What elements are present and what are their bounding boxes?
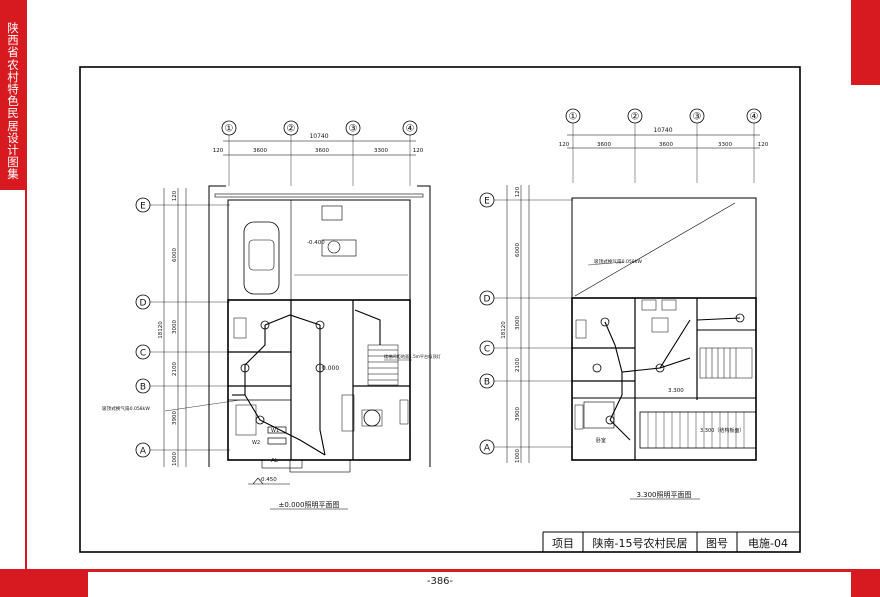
left-border-line bbox=[25, 0, 27, 597]
left-axis-bubbles bbox=[221, 120, 418, 186]
left-note-light: 楼梯间距地面1.5m平台吸顶灯 bbox=[384, 353, 442, 360]
right-caption: 3.300照明平面图 bbox=[636, 491, 691, 499]
left-box-al: AL bbox=[271, 458, 279, 464]
right-row-a: A bbox=[484, 444, 491, 454]
left-row-dim-2: 3000 bbox=[172, 320, 178, 334]
left-bay-0: 120 bbox=[213, 148, 224, 154]
right-row-b: B bbox=[484, 378, 490, 388]
right-row-bubbles bbox=[479, 192, 573, 455]
right-axis-2: ② bbox=[631, 112, 640, 123]
sheet-frame bbox=[79, 66, 801, 553]
right-axis-4: ④ bbox=[750, 112, 759, 123]
right-room-label: 卧室 bbox=[596, 437, 606, 444]
top-right-band bbox=[851, 0, 880, 85]
bottom-right-band bbox=[851, 569, 880, 597]
label-drawing-no: 图号 bbox=[706, 537, 728, 550]
right-row-c: C bbox=[484, 345, 490, 355]
left-axis-4: ④ bbox=[406, 124, 415, 135]
left-note-fan: 吸顶式换气扇0.058kW bbox=[102, 405, 150, 412]
left-row-dim-4: 3900 bbox=[172, 411, 178, 425]
right-bay-4: 120 bbox=[758, 142, 769, 148]
bottom-left-band bbox=[0, 569, 88, 597]
right-row-dim-5: 1000 bbox=[515, 449, 521, 463]
right-elev-balcony: 3.300（结构板面） bbox=[700, 427, 744, 434]
left-axis-3: ③ bbox=[349, 124, 358, 135]
right-axis-3: ③ bbox=[693, 112, 702, 123]
drawing-no: 电施-04 bbox=[748, 537, 788, 550]
left-total-depth: 18120 bbox=[158, 321, 164, 339]
left-row-d: D bbox=[140, 299, 147, 309]
right-bay-2: 3600 bbox=[659, 142, 673, 148]
right-light-fixtures bbox=[592, 313, 745, 425]
side-band bbox=[0, 0, 26, 190]
left-bay-4: 120 bbox=[413, 148, 424, 154]
title-block: 项目 陕南-15号农村民居 图号 电施-04 bbox=[542, 531, 800, 552]
right-axis-1: ① bbox=[569, 112, 578, 123]
left-axis-2: ② bbox=[287, 124, 296, 135]
right-row-e: E bbox=[484, 197, 490, 207]
left-light-fixtures bbox=[240, 320, 381, 427]
right-row-d: D bbox=[484, 295, 491, 305]
left-overall-width: 10740 bbox=[309, 133, 328, 140]
left-box-w2: W2 bbox=[252, 440, 260, 446]
right-total-depth: 18120 bbox=[501, 321, 507, 339]
left-row-dim-5: 1000 bbox=[172, 452, 178, 466]
left-elev-outside: -0.450 bbox=[259, 477, 277, 483]
left-bay-3: 3300 bbox=[374, 148, 388, 154]
right-axis-bubbles bbox=[565, 108, 762, 183]
side-title: 陕西省农村特色民居设计图集 bbox=[7, 21, 19, 182]
project-name: 陕南-15号农村民居 bbox=[593, 536, 688, 550]
plan-left bbox=[135, 120, 431, 510]
plan-right-text: ① ② ③ ④ 10740 120 3600 3600 3300 120 E D… bbox=[484, 112, 769, 500]
left-bay-2: 3600 bbox=[315, 148, 329, 154]
plan-right bbox=[479, 108, 762, 500]
right-row-dim-3: 2100 bbox=[515, 358, 521, 372]
right-bay-3: 3300 bbox=[718, 142, 732, 148]
left-row-bubbles bbox=[135, 197, 230, 458]
left-elev-yard: -0.400 bbox=[307, 240, 325, 246]
left-row-c: C bbox=[140, 349, 146, 359]
right-note-fan: 吸顶式换气扇0.058kW bbox=[594, 258, 642, 265]
bottom-border-line bbox=[0, 569, 880, 572]
left-row-b: B bbox=[140, 383, 146, 393]
right-bay-1: 3600 bbox=[597, 142, 611, 148]
left-caption: ±0.000照明平面图 bbox=[279, 501, 340, 509]
right-elev-floor: 3.300 bbox=[668, 388, 684, 394]
left-row-a: A bbox=[140, 447, 147, 457]
right-row-dim-4: 3900 bbox=[515, 407, 521, 421]
left-axis-1: ① bbox=[225, 124, 234, 135]
left-row-dim-1: 6000 bbox=[172, 248, 178, 262]
right-overall-width: 10740 bbox=[653, 127, 672, 134]
right-row-dim-2: 3000 bbox=[515, 316, 521, 330]
left-box-w1: W1 bbox=[271, 428, 279, 434]
left-elev-floor: 0.000 bbox=[322, 365, 339, 372]
right-row-dim-1: 6000 bbox=[515, 243, 521, 257]
label-project: 项目 bbox=[552, 537, 574, 550]
left-row-dim-0: 120 bbox=[172, 190, 178, 201]
left-row-e: E bbox=[140, 202, 146, 212]
plan-left-text: ① ② ③ ④ 10740 120 3600 3600 3300 120 E D… bbox=[102, 124, 442, 510]
left-row-dim-3: 2100 bbox=[172, 362, 178, 376]
page-number: -386- bbox=[426, 576, 454, 587]
left-bay-1: 3600 bbox=[253, 148, 267, 154]
right-row-dim-0: 120 bbox=[515, 186, 521, 197]
right-bay-0: 120 bbox=[559, 142, 570, 148]
